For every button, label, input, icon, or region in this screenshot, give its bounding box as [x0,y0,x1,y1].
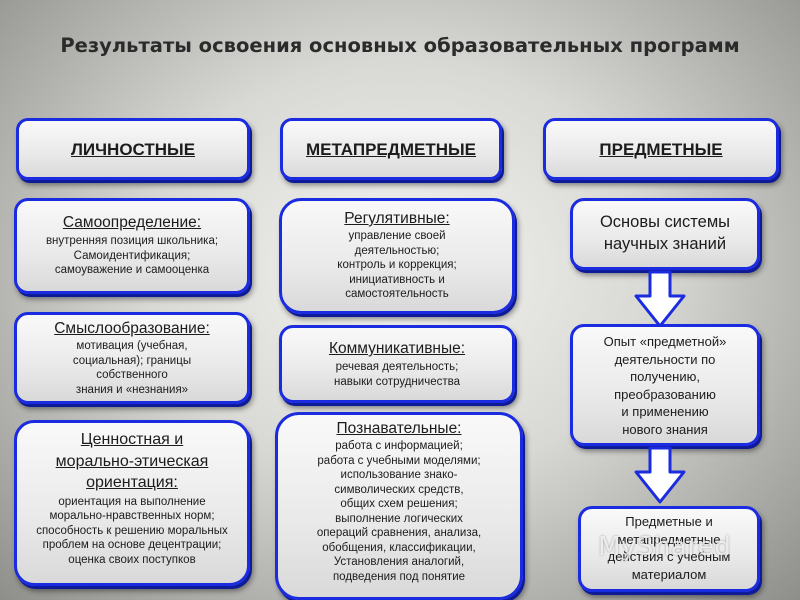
box-regulative: Регулятивные: управление своей деятельно… [279,198,515,314]
regulative-text: управление своей деятельностью; контроль… [337,230,457,300]
header-subject-label: ПРЕДМЕТНЫЕ [599,140,723,159]
header-personal-label: ЛИЧНОСТНЫЕ [70,140,196,159]
watermark-logo: MyShared [598,532,732,562]
box-value-orientation: Ценностная и морально-этическая ориентац… [14,420,250,586]
header-meta: МЕТАПРЕДМЕТНЫЕ [280,118,502,180]
box-meaning-formation: Смыслообразование: мотивация (учебная, с… [14,312,250,404]
subject-actions-text: Предметные и метапредметные действия с у… [607,514,731,582]
header-personal: ЛИЧНОСТНЫЕ [16,118,250,180]
subject-experience-text: Опыт «предметной» деятельности по получе… [603,334,727,437]
box-cognitive: Познавательные: работа с информацией; ра… [275,412,523,600]
box-subject-experience: Опыт «предметной» деятельности по получе… [570,324,760,446]
regulative-heading: Регулятивные: [344,210,450,227]
box-self-determination: Самоопределение: внутренняя позиция школ… [14,198,250,294]
communicative-heading: Коммуникативные: [328,340,466,357]
box-subject-actions: Предметные и метапредметные действия с у… [578,506,760,592]
meaning-formation-heading: Смыслообразование: [54,320,210,337]
value-orientation-text: ориентация на выполнение морально-нравст… [36,495,228,566]
knowledge-basics-text: Основы системы научных знаний [599,213,731,253]
box-knowledge-basics: Основы системы научных знаний [570,198,760,270]
cognitive-text: работа с информацией; работа с учебными … [316,440,482,583]
box-communicative: Коммуникативные: речевая деятельность; н… [279,325,515,403]
arrow-down-2 [634,446,686,504]
header-meta-label: МЕТАПРЕДМЕТНЫЕ [305,140,477,159]
header-subject: ПРЕДМЕТНЫЕ [543,118,779,180]
meaning-formation-text: мотивация (учебная, социальная); границы… [72,340,192,396]
page-title: Результаты освоения основных образовател… [60,34,740,57]
self-determination-text: внутренняя позиция школьника; Самоиденти… [45,235,219,276]
arrow-down-1 [634,270,686,328]
cognitive-heading: Познавательные: [336,420,462,437]
communicative-text: речевая деятельность; навыки сотрудничес… [334,361,460,388]
self-determination-heading: Самоопределение: [62,214,202,231]
value-orientation-heading: Ценностная и морально-этическая ориентац… [55,431,209,491]
